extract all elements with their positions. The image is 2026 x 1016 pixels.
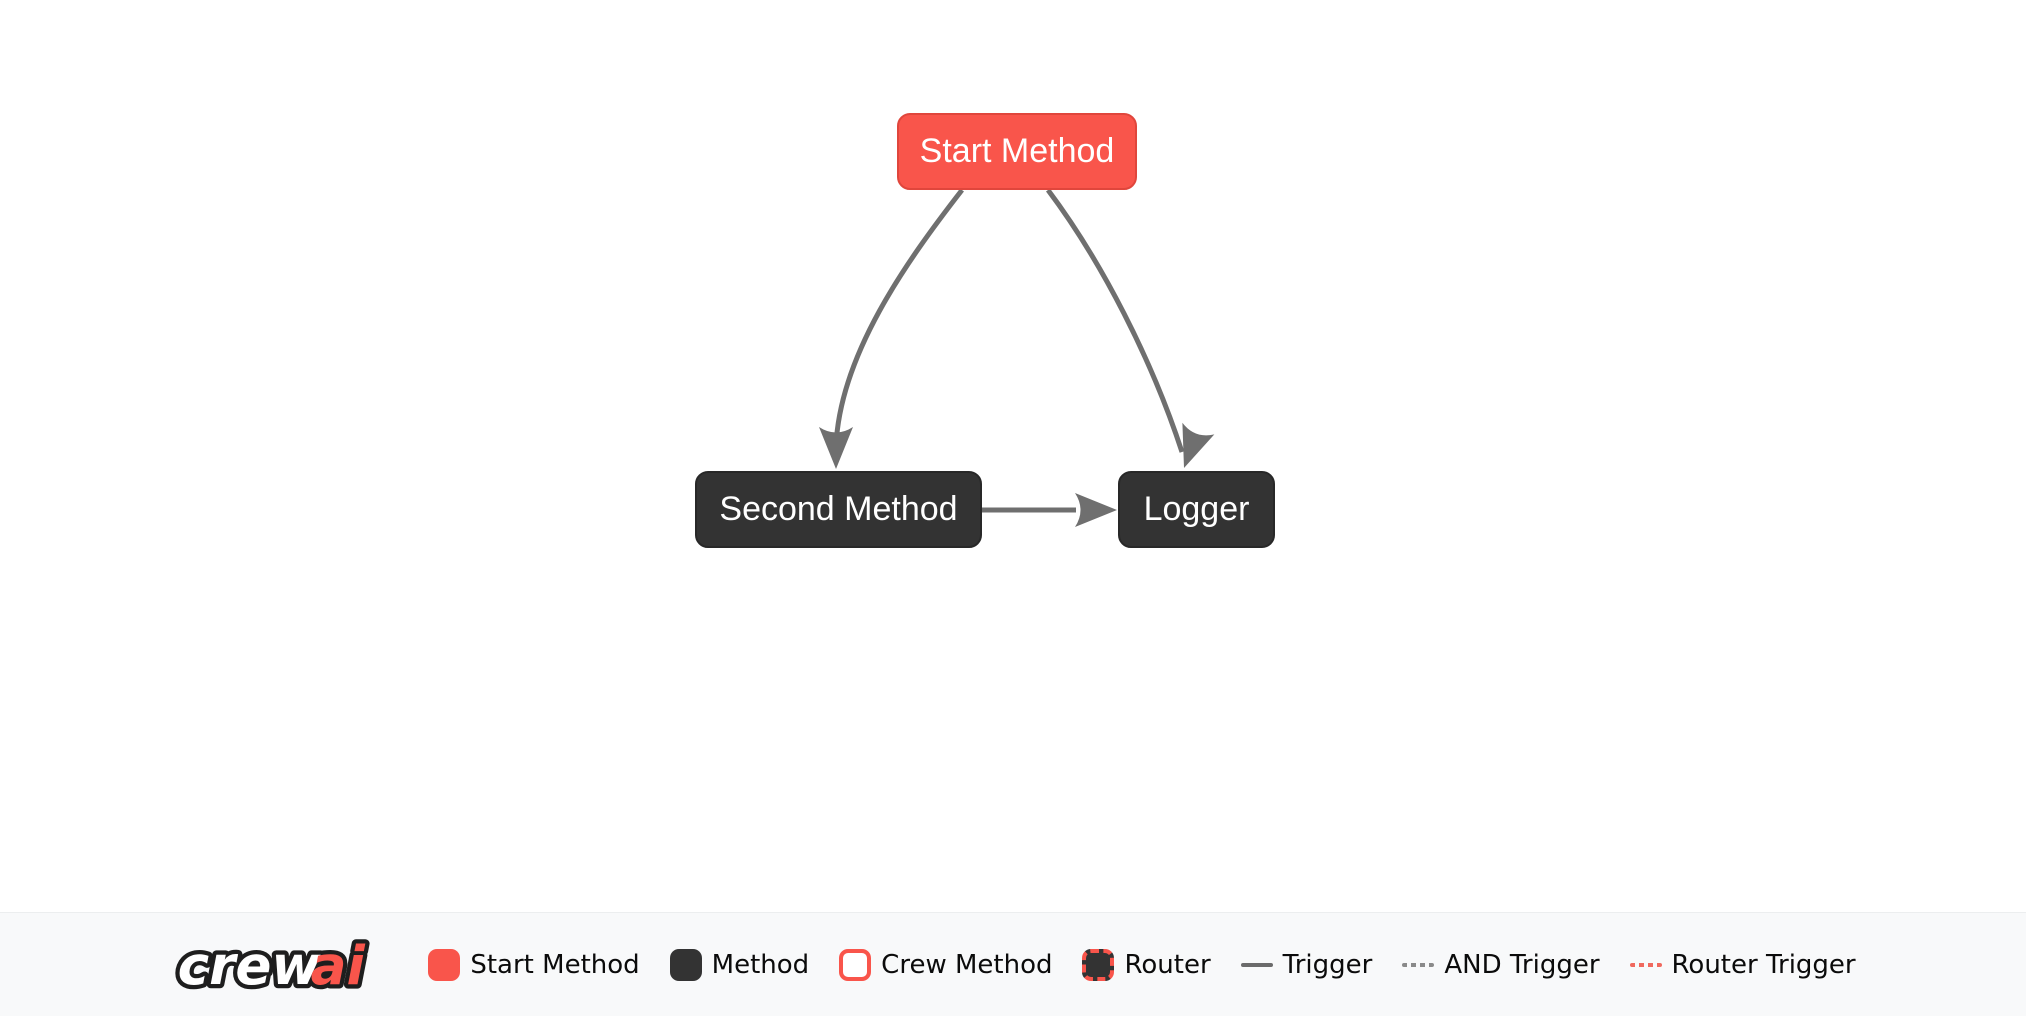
- legend-item-router: Router: [1082, 948, 1211, 981]
- arrowhead-down-icon: [1182, 422, 1215, 468]
- logo-ai-halo: ai: [311, 935, 366, 997]
- start-method-swatch-icon: [428, 948, 461, 981]
- legend-item-and-trigger: AND Trigger: [1402, 949, 1600, 980]
- logo-crew-outline: crew: [178, 935, 322, 997]
- arrowhead-right-icon: [1075, 493, 1117, 527]
- logo-ai-text: ai: [311, 935, 366, 997]
- legend-item-router-trigger: Router Trigger: [1629, 949, 1856, 980]
- and-trigger-line-icon: [1402, 962, 1435, 967]
- legend-item-trigger: Trigger: [1240, 949, 1373, 980]
- legend-label-router: Router: [1124, 949, 1211, 980]
- router-trigger-line-icon: [1629, 962, 1662, 967]
- logo-crew-halo: crew: [178, 935, 322, 997]
- legend-item-method: Method: [669, 948, 810, 981]
- legend-label-router-trigger: Router Trigger: [1671, 949, 1856, 980]
- edge-start-to-second[interactable]: [819, 188, 964, 469]
- crewai-logo: crew ai crew ai crew ai: [170, 927, 373, 1004]
- logo-ai-outline: ai: [311, 935, 366, 997]
- legend-label-trigger: Trigger: [1282, 949, 1373, 980]
- legend-label-and-trigger: AND Trigger: [1444, 949, 1600, 980]
- legend-bar: crew ai crew ai crew ai Start Method Met…: [0, 912, 2026, 1016]
- crew-method-swatch-icon: [839, 948, 872, 981]
- edge-second-to-logger[interactable]: [982, 493, 1117, 527]
- legend-label-start-method: Start Method: [470, 949, 640, 980]
- logo-crew-text: crew: [178, 935, 322, 997]
- node-logger[interactable]: Logger: [1118, 471, 1275, 548]
- node-second-method[interactable]: Second Method: [695, 471, 982, 548]
- legend-label-crew-method: Crew Method: [881, 949, 1053, 980]
- legend-item-crew-method: Crew Method: [839, 948, 1053, 981]
- arrowhead-down-icon: [819, 427, 853, 469]
- legend-item-start-method: Start Method: [428, 948, 640, 981]
- edge-start-to-logger[interactable]: [1045, 188, 1215, 474]
- trigger-line-icon: [1240, 962, 1273, 967]
- method-swatch-icon: [669, 948, 702, 981]
- legend-label-method: Method: [711, 949, 810, 980]
- node-start-method[interactable]: Start Method: [897, 113, 1137, 190]
- router-swatch-icon: [1082, 948, 1115, 981]
